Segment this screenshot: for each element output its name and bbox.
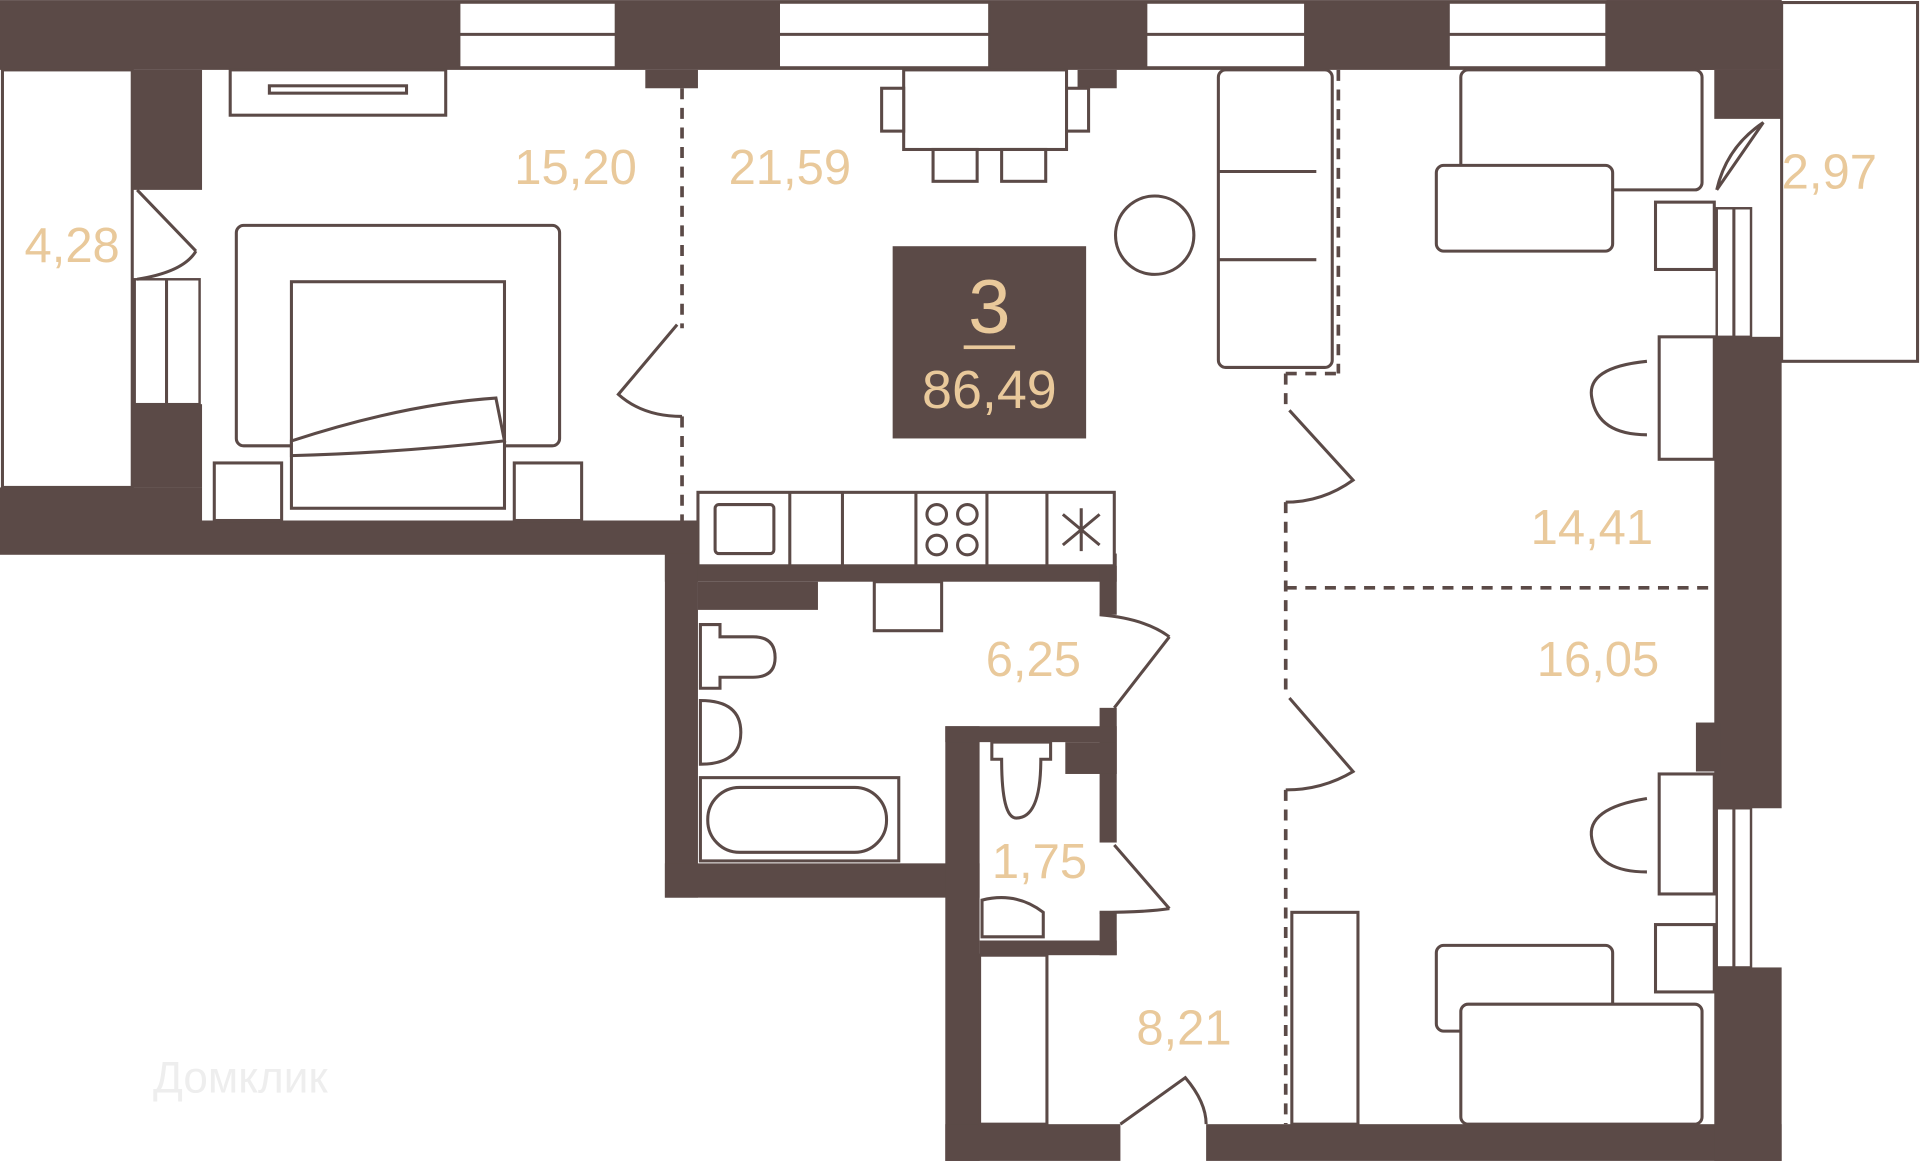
windows xyxy=(133,1,1753,969)
area-bathroom: 6,25 xyxy=(986,633,1081,687)
summary-badge: 3 86,49 xyxy=(892,246,1087,439)
kids-bed-bottom xyxy=(1459,1002,1704,1126)
balcony-left xyxy=(0,68,134,489)
area-balcony-left: 4,28 xyxy=(24,219,119,273)
area-kids-room-top: 14,41 xyxy=(1531,501,1654,555)
rooms-count: 3 xyxy=(968,265,1010,350)
furniture xyxy=(212,68,1716,1126)
balcony-right xyxy=(1780,1,1920,363)
area-kids-room-bottom: 16,05 xyxy=(1537,633,1660,687)
total-area: 86,49 xyxy=(922,360,1057,420)
partitions xyxy=(680,69,1715,1125)
doors xyxy=(136,121,1765,1126)
area-bedroom: 15,20 xyxy=(514,141,637,195)
area-hallway: 8,21 xyxy=(1136,1002,1231,1056)
area-balcony-right: 2,97 xyxy=(1782,146,1877,200)
area-toilet: 1,75 xyxy=(992,835,1087,889)
room-labels: 4,28 15,20 21,59 2,97 14,41 16,05 6,25 1… xyxy=(24,141,1876,1056)
sofa xyxy=(1216,68,1334,369)
dining-table xyxy=(902,68,1069,152)
area-living-kitchen: 21,59 xyxy=(729,141,852,195)
watermark: Домклик xyxy=(153,1053,328,1102)
